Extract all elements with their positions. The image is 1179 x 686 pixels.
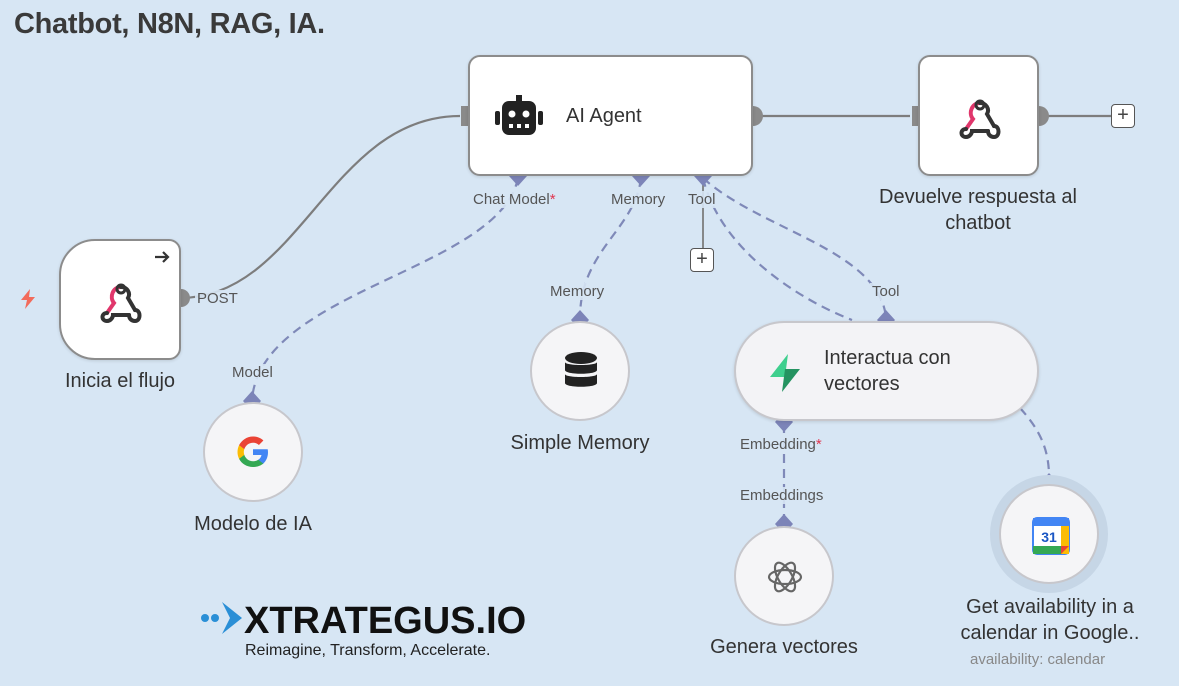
memory-port-label: Memory: [609, 191, 668, 208]
wire-trigger-to-agent[interactable]: [179, 114, 461, 300]
required-mark: *: [549, 191, 556, 208]
robot-icon: [495, 95, 543, 135]
calendar-subtitle: availability: calendar: [970, 651, 1106, 668]
model-port-label: Model: [230, 364, 275, 381]
embeddings-node[interactable]: [734, 526, 834, 626]
wire-tool-to-vector-left[interactable]: [701, 177, 853, 322]
page-title: Chatbot, N8N, RAG, IA.: [14, 8, 325, 40]
tool-port-label: Tool: [686, 191, 718, 208]
chat-model-port-label: Chat Model*: [471, 191, 558, 208]
calendar-label-line2: calendar in Google..: [960, 622, 1140, 644]
calendar-day: 31: [1041, 529, 1057, 545]
vector-label-line1: Interactua con: [824, 347, 951, 369]
model-node[interactable]: [203, 402, 303, 502]
ai-agent-label: AI Agent: [566, 105, 642, 127]
calendar-label: Get availability in a calendar in Google…: [938, 594, 1162, 646]
chat-model-port-text: Chat Model: [473, 191, 550, 208]
respond-label: Devuelve respuesta al chatbot: [858, 184, 1098, 236]
calendar-label-line1: Get availability in a: [966, 596, 1134, 618]
brand-tagline: Reimagine, Transform, Accelerate.: [245, 642, 491, 659]
arrow-right-icon: [155, 251, 170, 263]
add-tool-button[interactable]: +: [690, 248, 714, 272]
trigger-output-label: POST: [195, 290, 240, 307]
simple-memory-label: Simple Memory: [510, 432, 650, 454]
brand-name: XTRATEGUS.IO: [244, 600, 527, 642]
embedding-port-label: Embedding*: [738, 436, 824, 453]
respond-label-line2: chatbot: [945, 212, 1011, 234]
trigger-node[interactable]: [59, 239, 181, 360]
supabase-icon: [770, 354, 800, 392]
simple-memory-node[interactable]: [530, 321, 630, 421]
google-calendar-icon: [1032, 517, 1070, 555]
vector-store-node[interactable]: Interactua con vectores: [734, 321, 1039, 421]
agent-input-handle[interactable]: [461, 106, 469, 126]
model-label: Modelo de IA: [194, 513, 312, 535]
google-g-icon: [237, 436, 268, 467]
webhook-icon: [100, 283, 142, 323]
vector-store-label: Interactua con vectores: [824, 345, 951, 397]
add-next-node-button[interactable]: +: [1111, 104, 1135, 128]
respond-node[interactable]: [918, 55, 1039, 176]
wire-calendar[interactable]: [1019, 407, 1051, 483]
embeddings-label: Genera vectores: [710, 636, 858, 658]
respond-input-handle[interactable]: [912, 106, 920, 126]
openai-icon: [767, 561, 803, 593]
trigger-label: Inicia el flujo: [64, 370, 176, 392]
vector-label-line2: vectores: [824, 373, 900, 395]
calendar-node[interactable]: 31: [999, 484, 1099, 584]
embeddings-port-label: Embeddings: [738, 487, 826, 504]
brand-arrow-icon: [201, 602, 242, 634]
embedding-port-text: Embedding: [740, 436, 816, 453]
required-mark: *: [815, 436, 822, 453]
vector-tool-port-label: Tool: [870, 283, 902, 300]
ai-agent-node[interactable]: AI Agent: [468, 55, 753, 176]
memory-node-port-label: Memory: [548, 283, 607, 300]
respond-label-line1: Devuelve respuesta al: [879, 186, 1077, 208]
trigger-bolt-icon: [21, 289, 35, 309]
database-icon: [565, 352, 597, 387]
wire-model[interactable]: [250, 177, 520, 401]
webhook-icon: [959, 99, 1001, 139]
